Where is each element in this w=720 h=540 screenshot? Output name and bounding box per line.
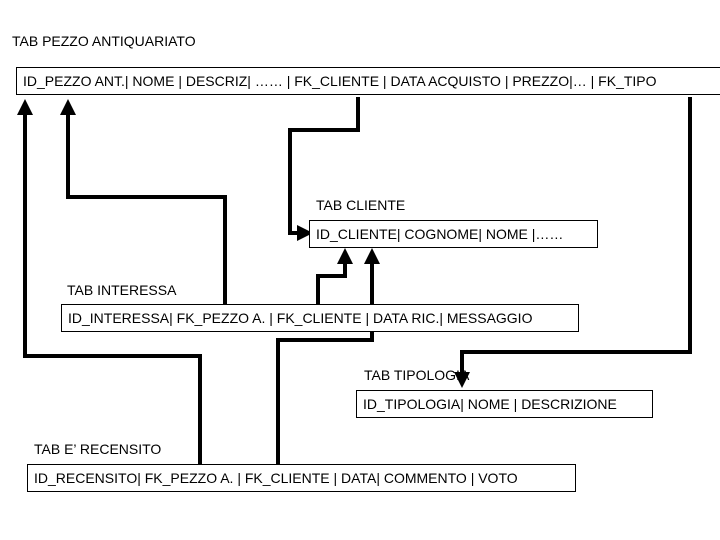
connector-recensito-fk-cliente — [276, 248, 380, 464]
connector-recensito-fk-pezzo — [17, 99, 202, 464]
table-title-recensito: TAB E’ RECENSITO — [34, 441, 162, 457]
table-interessa: ID_INTERESSA| FK_PEZZO A. | FK_CLIENTE |… — [61, 304, 579, 332]
table-cliente: ID_CLIENTE| COGNOME| NOME |…… — [309, 220, 598, 248]
table-tipologia: ID_TIPOLOGIA| NOME | DESCRIZIONE — [356, 390, 653, 418]
connector-pezzo-fk-cliente — [288, 97, 360, 241]
table-fields-cliente: ID_CLIENTE| COGNOME| NOME |…… — [316, 226, 564, 242]
table-fields-pezzo-antiquariato: ID_PEZZO ANT.| NOME | DESCRIZ| …… | FK_C… — [23, 73, 657, 89]
table-title-pezzo-antiquariato: TAB PEZZO ANTIQUARIATO — [12, 33, 196, 49]
table-fields-interessa: ID_INTERESSA| FK_PEZZO A. | FK_CLIENTE |… — [68, 310, 533, 326]
connector-pezzo-fk-tipo — [454, 97, 692, 388]
table-pezzo-antiquariato: ID_PEZZO ANT.| NOME | DESCRIZ| …… | FK_C… — [16, 67, 720, 95]
table-fields-recensito: ID_RECENSITO| FK_PEZZO A. | FK_CLIENTE |… — [34, 470, 518, 486]
table-recensito: ID_RECENSITO| FK_PEZZO A. | FK_CLIENTE |… — [27, 464, 576, 492]
table-fields-tipologia: ID_TIPOLOGIA| NOME | DESCRIZIONE — [363, 396, 617, 412]
table-title-cliente: TAB CLIENTE — [316, 197, 406, 213]
table-title-tipologia: TAB TIPOLOGIA — [364, 367, 470, 383]
connector-interessa-fk-cliente — [316, 248, 353, 304]
connector-interessa-fk-pezzo — [60, 99, 227, 304]
table-title-interessa: TAB INTERESSA — [67, 282, 177, 298]
